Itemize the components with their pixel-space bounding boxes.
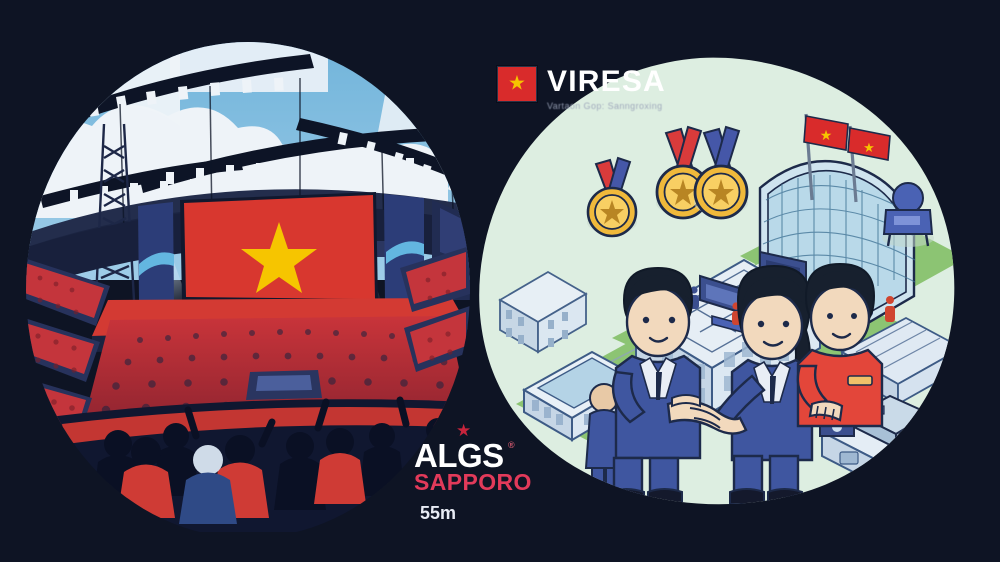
algs-duration: 55m — [420, 502, 457, 523]
brand-subtitle: Vartaon Gop: Sanngroxing — [547, 100, 663, 111]
official-left — [609, 266, 702, 505]
vietnam-flag-icon: ★ — [497, 66, 537, 102]
algs-title: ALGS — [414, 436, 504, 474]
medal-left — [586, 156, 638, 238]
handshake — [666, 394, 748, 435]
viresa-brand: ★ VIRESA Vartaon Gop: Sanngroxing — [497, 66, 666, 111]
vietnam-flag-pole-left: ★ — [803, 113, 849, 201]
right-stands — [400, 246, 470, 372]
kiosk-unit — [882, 182, 934, 247]
algs-star-icon: ★ — [456, 421, 472, 440]
staff-right — [796, 262, 884, 428]
algs-lockup: ★ ALGS ® SAPPORO 55m — [414, 421, 532, 524]
vietnam-flag-pole-right: ★ — [847, 125, 891, 203]
arena-scene — [26, 42, 470, 532]
medal-right — [693, 125, 749, 220]
main-led-screen-vietnam-flag — [180, 192, 378, 302]
svg-text:★: ★ — [863, 140, 875, 155]
svg-text:★: ★ — [820, 127, 833, 143]
side-led-screen-left — [138, 202, 174, 304]
flag-star-glyph: ★ — [508, 72, 526, 95]
background-buildings — [498, 270, 588, 354]
algs-subtitle: SAPPORO — [414, 468, 532, 495]
registered-mark: ® — [508, 439, 515, 450]
official-center — [714, 264, 814, 505]
brand-name: VIRESA — [547, 65, 666, 98]
